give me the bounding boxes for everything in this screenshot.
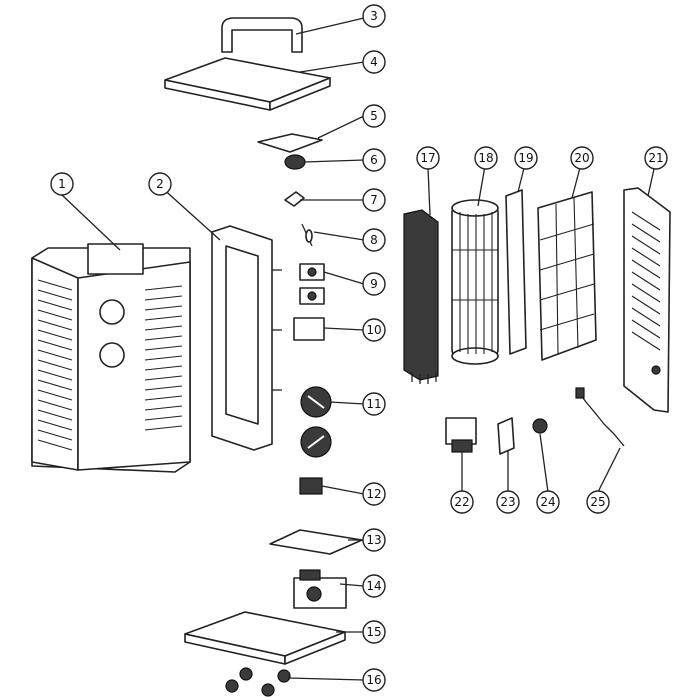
callout-3: 3 <box>362 4 386 28</box>
svg-text:11: 11 <box>366 397 381 411</box>
svg-text:13: 13 <box>366 533 381 547</box>
callout-7: 7 <box>362 188 386 212</box>
svg-text:4: 4 <box>370 55 378 69</box>
part-sensor-probe <box>301 223 313 247</box>
part-clip <box>284 191 305 207</box>
callout-5: 5 <box>362 104 386 128</box>
svg-text:17: 17 <box>420 151 435 165</box>
svg-text:6: 6 <box>370 153 378 167</box>
callout-19: 19 <box>514 146 538 170</box>
callout-21: 21 <box>644 146 668 170</box>
part-switches <box>299 263 325 305</box>
svg-text:18: 18 <box>478 151 493 165</box>
svg-text:22: 22 <box>454 495 469 509</box>
callout-14: 14 <box>362 574 386 598</box>
callout-2: 2 <box>148 172 172 196</box>
part-small-bracket <box>497 417 515 455</box>
callout-4: 4 <box>362 50 386 74</box>
part-knob-cap <box>284 154 306 170</box>
callout-8: 8 <box>362 228 386 252</box>
svg-text:16: 16 <box>366 673 381 687</box>
part-housing <box>31 243 191 473</box>
part-front-grille <box>623 187 671 413</box>
callout-13: 13 <box>362 528 386 552</box>
part-motor <box>293 569 347 609</box>
part-bracket-plate <box>257 133 323 153</box>
part-air-guide <box>537 191 597 361</box>
part-inner-frame <box>211 225 282 451</box>
svg-text:19: 19 <box>518 151 533 165</box>
callout-23: 23 <box>496 490 520 514</box>
callout-12: 12 <box>362 482 386 506</box>
part-switch-block <box>293 317 325 341</box>
callout-24: 24 <box>536 490 560 514</box>
part-knobs <box>300 386 332 458</box>
svg-text:5: 5 <box>370 109 378 123</box>
part-handle <box>221 17 303 53</box>
part-base-tray <box>184 611 346 665</box>
svg-text:10: 10 <box>366 323 381 337</box>
svg-text:14: 14 <box>366 579 381 593</box>
svg-text:15: 15 <box>366 625 381 639</box>
svg-text:25: 25 <box>590 495 605 509</box>
part-feet <box>225 667 291 697</box>
part-mount-plate <box>269 529 363 555</box>
svg-text:7: 7 <box>370 193 378 207</box>
svg-text:1: 1 <box>58 177 66 191</box>
svg-text:2: 2 <box>156 177 164 191</box>
callout-1: 1 <box>50 172 74 196</box>
svg-text:20: 20 <box>574 151 589 165</box>
callout-15: 15 <box>362 620 386 644</box>
part-fan-wheel <box>451 199 499 365</box>
callout-16: 16 <box>362 668 386 692</box>
svg-text:23: 23 <box>500 495 515 509</box>
svg-text:8: 8 <box>370 233 378 247</box>
svg-text:12: 12 <box>366 487 381 501</box>
svg-text:9: 9 <box>370 277 378 291</box>
part-power-cord <box>575 387 625 447</box>
callout-10: 10 <box>362 318 386 342</box>
part-nut <box>532 418 548 434</box>
svg-text:21: 21 <box>648 151 663 165</box>
leader-lines <box>61 17 657 681</box>
callout-17: 17 <box>416 146 440 170</box>
callout-11: 11 <box>362 392 386 416</box>
part-motor-unit <box>445 417 477 453</box>
part-top-cover <box>164 57 331 111</box>
callout-18: 18 <box>474 146 498 170</box>
callout-9: 9 <box>362 272 386 296</box>
callout-6: 6 <box>362 148 386 172</box>
svg-text:3: 3 <box>370 9 378 23</box>
part-switch <box>299 477 323 495</box>
callout-22: 22 <box>450 490 474 514</box>
part-heater-element <box>403 209 439 384</box>
callout-25: 25 <box>586 490 610 514</box>
callout-20: 20 <box>570 146 594 170</box>
part-bracket-strip <box>505 189 527 355</box>
svg-text:24: 24 <box>540 495 555 509</box>
